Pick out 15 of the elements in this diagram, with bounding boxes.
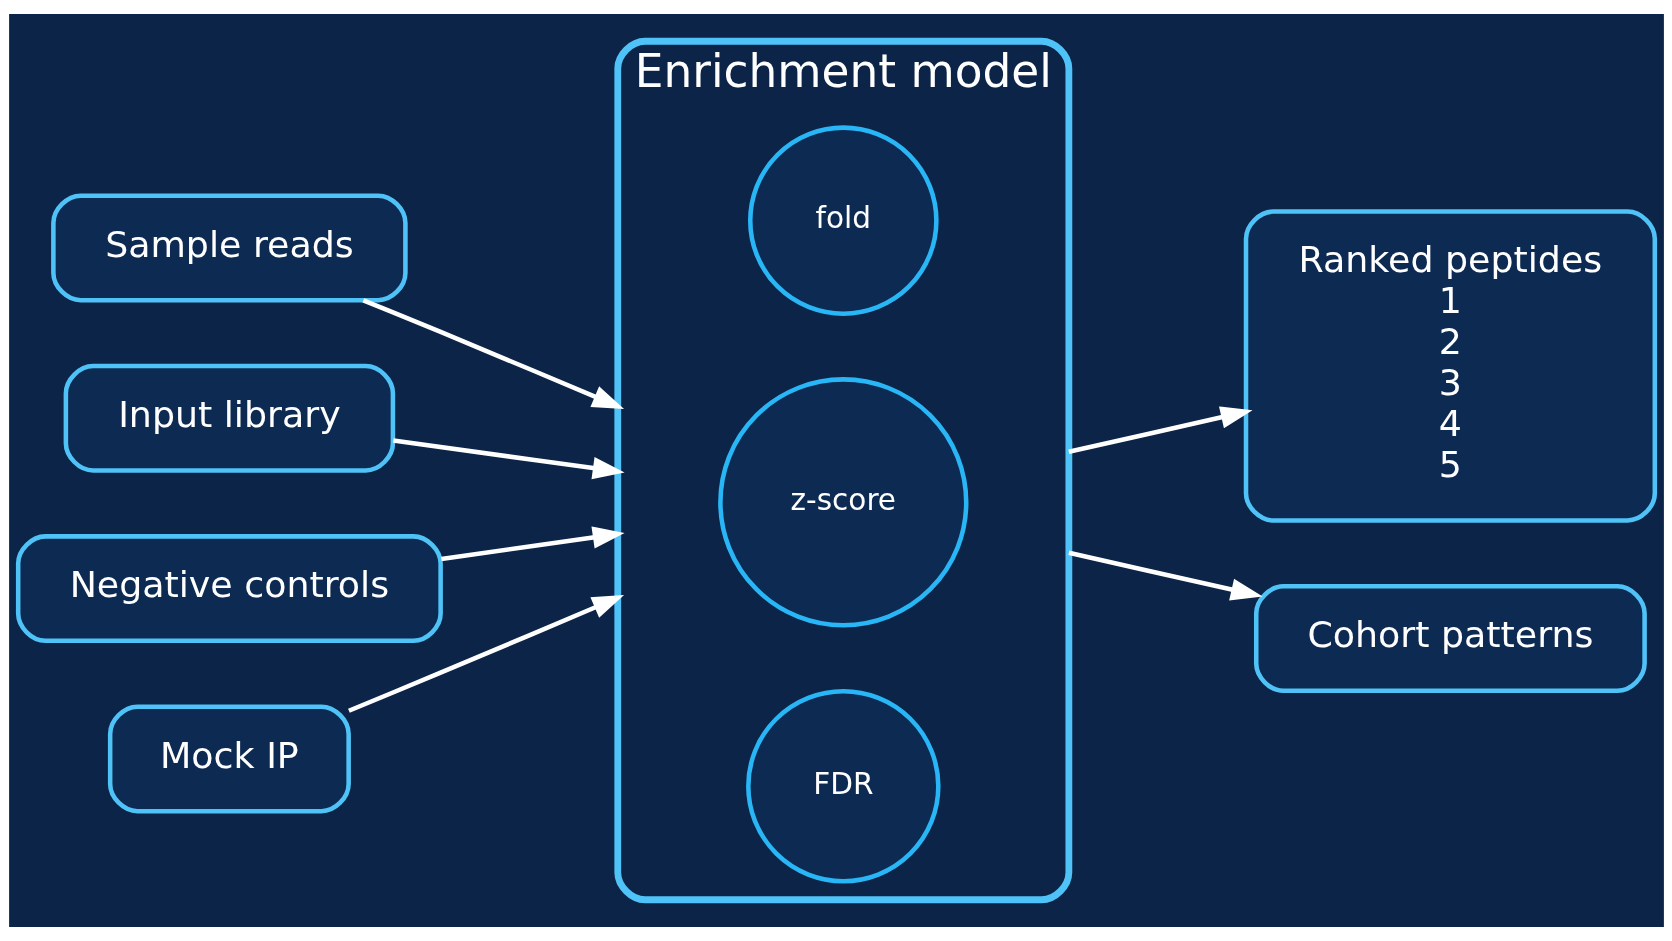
- node-circle: z-score: [717, 377, 968, 628]
- arrow: [362, 298, 624, 410]
- node-box: Mock IP: [107, 704, 351, 814]
- arrow: [347, 595, 624, 713]
- arrow: [1067, 406, 1253, 455]
- arrow: [440, 526, 625, 562]
- arrow: [392, 438, 625, 480]
- node-circle: FDR: [745, 688, 941, 884]
- arrow: [1067, 550, 1263, 601]
- node-box: Negative controls: [15, 534, 443, 644]
- node-box: Cohort patterns: [1253, 584, 1647, 694]
- node-box: Input library: [63, 363, 395, 473]
- node-box: Sample reads: [50, 193, 408, 303]
- node-circle: fold: [747, 125, 939, 316]
- node-box: Ranked peptides 1 2 3 4 5: [1243, 209, 1657, 523]
